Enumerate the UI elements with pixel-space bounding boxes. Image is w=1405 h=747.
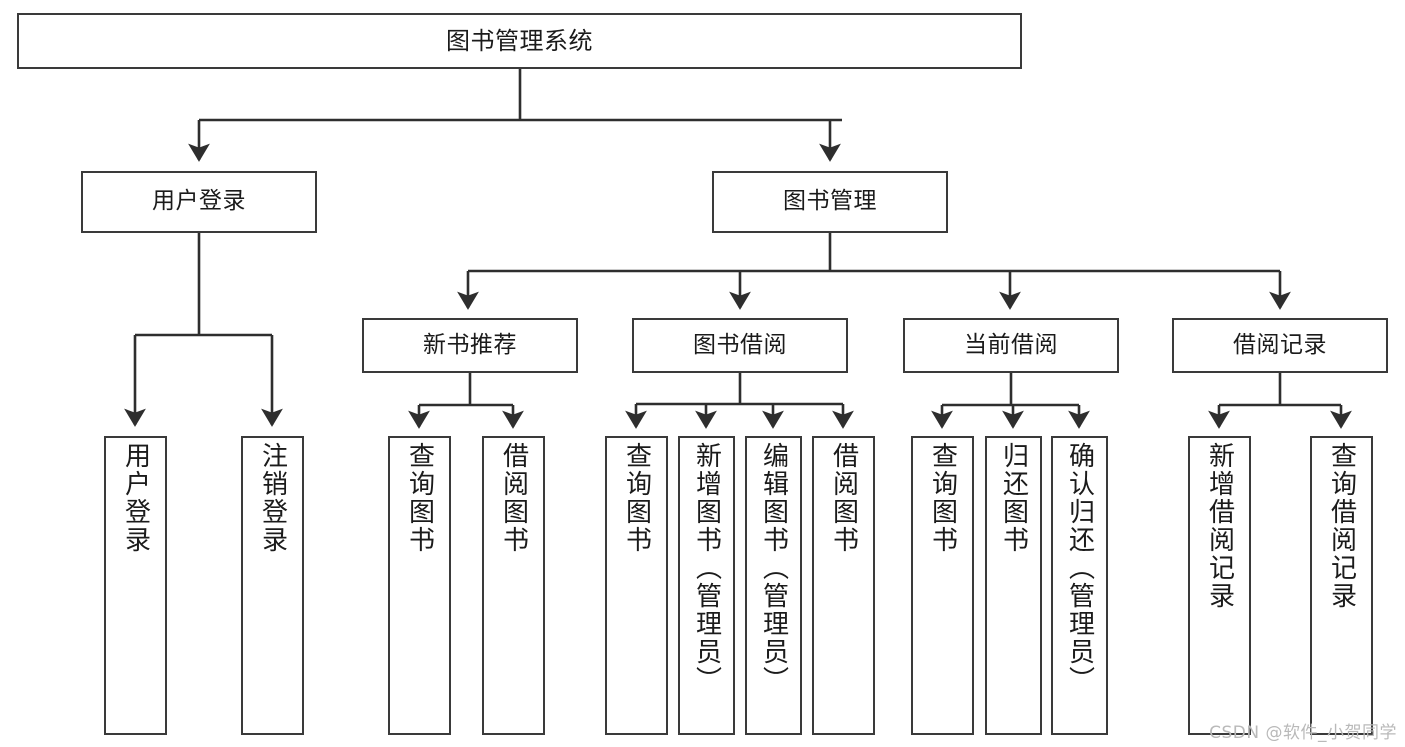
leaf-query-book-1[interactable]: 查询图书 [388,436,451,735]
leaf-add-book[interactable]: 新增图书（管理员） [678,436,735,735]
leaf-borrow-book-2-label: 借阅图书 [828,442,859,554]
node-borrow-record[interactable]: 借阅记录 [1172,318,1388,373]
leaf-query-book-3[interactable]: 查询图书 [911,436,974,735]
leaf-edit-book[interactable]: 编辑图书（管理员） [745,436,802,735]
node-user-login-label: 用户登录 [152,188,246,215]
leaf-user-logout[interactable]: 注销登录 [241,436,304,735]
leaf-add-record-label: 新增借阅记录 [1204,442,1235,610]
node-book-borrow[interactable]: 图书借阅 [632,318,848,373]
leaf-return-book-label: 归还图书 [998,442,1029,554]
leaf-user-login-label: 用户登录 [120,442,151,554]
leaf-confirm-return[interactable]: 确认归还（管理员） [1051,436,1108,735]
node-current-borrow[interactable]: 当前借阅 [903,318,1119,373]
node-root-label: 图书管理系统 [446,26,593,55]
leaf-add-record[interactable]: 新增借阅记录 [1188,436,1251,735]
leaf-borrow-book-1[interactable]: 借阅图书 [482,436,545,735]
leaf-return-book[interactable]: 归还图书 [985,436,1042,735]
node-new-book-rec-label: 新书推荐 [423,331,517,358]
leaf-query-book-2[interactable]: 查询图书 [605,436,668,735]
node-book-manage[interactable]: 图书管理 [712,171,948,233]
leaf-user-login[interactable]: 用户登录 [104,436,167,735]
leaf-query-record[interactable]: 查询借阅记录 [1310,436,1373,735]
leaf-query-book-1-label: 查询图书 [404,442,435,554]
leaf-add-book-label: 新增图书（管理员） [691,442,722,694]
watermark-text: CSDN @软件_小贺同学 [1209,723,1397,743]
node-current-borrow-label: 当前借阅 [964,331,1058,358]
leaf-query-book-2-label: 查询图书 [621,442,652,554]
leaf-query-record-label: 查询借阅记录 [1326,442,1357,610]
leaf-borrow-book-2[interactable]: 借阅图书 [812,436,875,735]
leaf-query-book-3-label: 查询图书 [927,442,958,554]
node-book-manage-label: 图书管理 [783,188,877,215]
node-borrow-record-label: 借阅记录 [1233,331,1327,358]
leaf-confirm-return-label: 确认归还（管理员） [1064,442,1095,694]
leaf-user-logout-label: 注销登录 [257,442,288,554]
node-root[interactable]: 图书管理系统 [17,13,1022,69]
leaf-edit-book-label: 编辑图书（管理员） [758,442,789,694]
node-user-login[interactable]: 用户登录 [81,171,317,233]
node-new-book-rec[interactable]: 新书推荐 [362,318,578,373]
node-book-borrow-label: 图书借阅 [693,331,787,358]
leaf-borrow-book-1-label: 借阅图书 [498,442,529,554]
